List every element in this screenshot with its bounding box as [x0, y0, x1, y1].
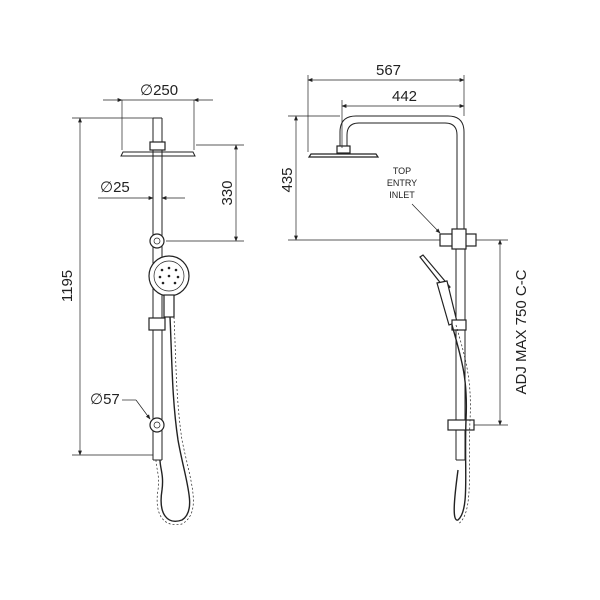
inlet-label-line1: TOP: [393, 166, 411, 176]
side-shower-head: [307, 145, 380, 158]
dim-adjustment: ADJ MAX 750 C-C: [474, 239, 530, 426]
front-top-bracket: [149, 233, 165, 249]
dim-head-diameter: ∅250: [103, 82, 213, 150]
arm-height-label: 435: [279, 167, 296, 192]
front-slider-holder: [148, 317, 166, 331]
inlet-label-line3: INLET: [389, 190, 415, 200]
head-drop-label: 330: [219, 180, 236, 205]
dim-head-drop: 330: [166, 144, 244, 242]
overall-projection-label: 567: [376, 62, 401, 79]
side-view: 567 442 435 TOP ENTRY INLET ADJ MAX 750 …: [279, 62, 530, 525]
inlet-label-line2: ENTRY: [387, 178, 417, 188]
inlet-callout: TOP ENTRY INLET: [387, 166, 441, 234]
dim-arm-projection: 442: [341, 88, 465, 148]
front-hand-shower: [148, 255, 190, 318]
head-diameter-label: ∅250: [140, 82, 178, 99]
front-shower-head: [120, 141, 196, 157]
bracket-diameter-label: ∅57: [90, 391, 120, 408]
side-diverter: [439, 228, 477, 250]
rail-diameter-label: ∅25: [100, 179, 130, 196]
side-hose: [451, 324, 471, 525]
overall-height-label: 1195: [59, 270, 76, 302]
dim-bracket-diameter: ∅57: [90, 391, 151, 420]
front-view: ∅250 ∅25 ∅57 1195 330: [59, 82, 244, 526]
arm-projection-label: 442: [392, 88, 417, 105]
adjustment-note: ADJ MAX 750 C-C: [513, 269, 530, 394]
side-hand-shower: [419, 254, 467, 331]
front-bottom-bracket: [149, 417, 165, 433]
dim-rail-diameter: ∅25: [98, 179, 185, 200]
dim-overall-height: 1195: [59, 117, 153, 456]
dim-overall-projection: 567: [307, 62, 465, 152]
side-arm: [339, 115, 465, 240]
front-hose: [155, 316, 194, 526]
dim-arm-height: 435: [279, 115, 440, 241]
